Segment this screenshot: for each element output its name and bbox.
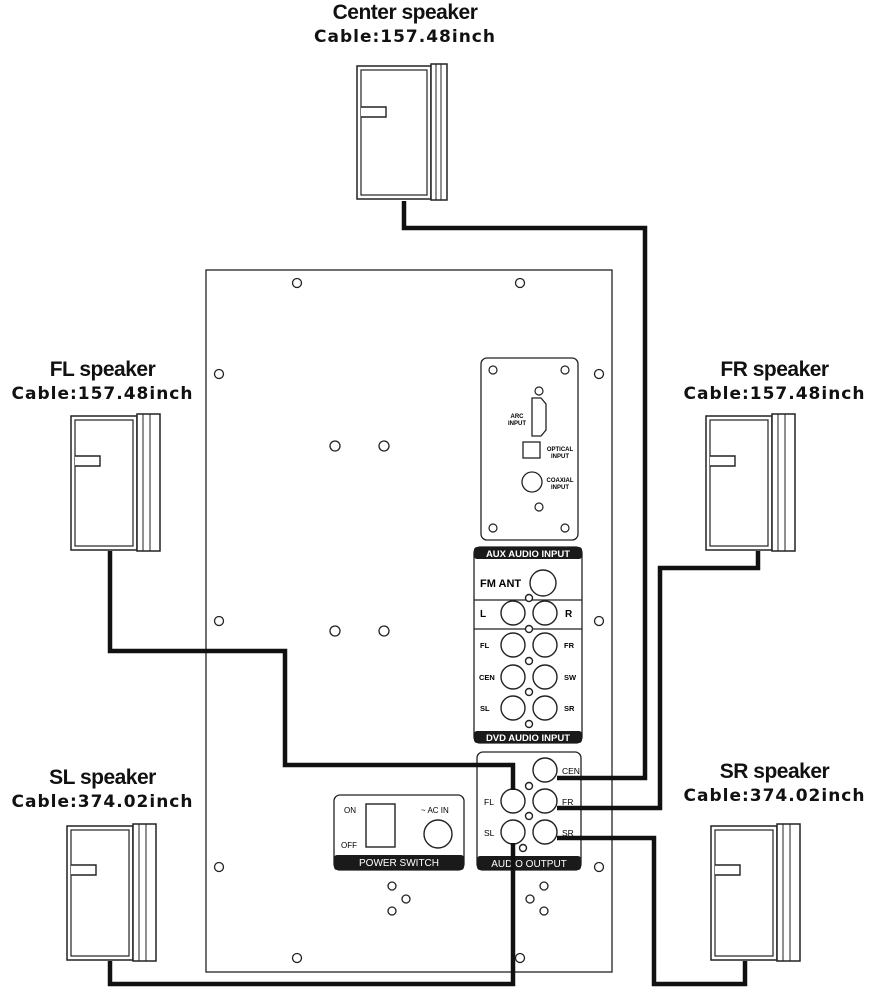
audio-output-footer (477, 856, 581, 870)
fl-speaker (70, 413, 161, 552)
panel-screws (213, 277, 605, 964)
optical-port[interactable] (522, 441, 541, 459)
power-off-label: OFF (341, 841, 357, 850)
fr-speaker-name: FR speaker (720, 358, 829, 381)
input-l-label: L (480, 609, 486, 620)
input-cen-label: CEN (479, 673, 495, 682)
fr-speaker (705, 413, 796, 552)
fr-speaker-cable: Cable:157.48inch (683, 384, 866, 404)
ac-in-socket[interactable] (423, 819, 453, 849)
fl-speaker-cable: Cable:157.48inch (11, 384, 194, 404)
power-on-label: ON (344, 806, 356, 815)
sr-speaker-name: SR speaker (719, 760, 830, 783)
sr-speaker-cable: Cable:374.02inch (683, 786, 866, 806)
fm-ant-jack[interactable] (529, 569, 557, 597)
aux-audio-input-title: AUX AUDIO INPUT (486, 549, 570, 560)
arc-label-2: INPUT (508, 421, 526, 427)
dvd-audio-input-title: DVD AUDIO INPUT (486, 733, 570, 744)
output-sl-jack[interactable] (500, 819, 526, 845)
audio-output-title: AUDIO OUTPUT (491, 859, 567, 870)
aux-audio-input-header (474, 547, 582, 559)
ac-in-label: ~ AC IN (421, 806, 449, 815)
output-sr-label: SR (562, 828, 574, 838)
fl-cable (107, 551, 516, 790)
input-sl-label: SL (480, 704, 490, 713)
center-speaker-label: Center speaker Cable:157.48inch (295, 1, 515, 49)
sr-speaker (710, 823, 801, 962)
power-switch-title: POWER SWITCH (359, 858, 439, 869)
input-cen-jack[interactable] (500, 664, 526, 690)
output-sl-label: SL (484, 828, 495, 838)
power-switch[interactable] (365, 803, 396, 848)
power-switch-footer (334, 855, 464, 870)
input-sr-label: SR (564, 704, 575, 713)
hdmi-arc-port[interactable] (531, 397, 547, 437)
input-fl-label: FL (480, 641, 490, 650)
sl-speaker (66, 823, 157, 962)
sr-cable (557, 835, 748, 987)
aux-panel: ARC INPUT OPTICAL INPUT COAXIAL INPUT (480, 357, 579, 541)
sl-cable (107, 843, 516, 987)
input-sl-jack[interactable] (500, 695, 526, 721)
fl-speaker-label: FL speaker Cable:157.48inch (0, 358, 205, 406)
input-fr-label: FR (564, 641, 575, 650)
input-fl-jack[interactable] (500, 632, 526, 658)
output-fr-label: FR (562, 797, 573, 807)
center-speaker (356, 63, 448, 201)
coaxial-label-2: INPUT (551, 485, 569, 491)
sl-speaker-cable: Cable:374.02inch (11, 792, 194, 812)
input-sw-label: SW (564, 673, 577, 682)
center-speaker-name: Center speaker (332, 1, 478, 24)
fr-speaker-label: FR speaker Cable:157.48inch (672, 358, 877, 406)
sr-speaker-label: SR speaker Cable:374.02inch (672, 760, 877, 808)
center-speaker-cable: Cable:157.48inch (314, 27, 496, 47)
optical-label-2: INPUT (551, 454, 569, 460)
optical-label: OPTICAL (547, 447, 574, 453)
dvd-audio-input-footer (474, 731, 582, 743)
input-fr-jack[interactable] (532, 632, 558, 658)
fr-cable (557, 551, 761, 811)
arc-label: ARC (511, 414, 525, 420)
output-fl-jack[interactable] (500, 788, 526, 814)
output-sr-jack[interactable] (532, 819, 558, 845)
audio-output-block: CEN FL FR SL SR AUDIO OUTPUT (476, 751, 582, 871)
power-block: ON OFF ~ AC IN POWER SWITCH (333, 794, 465, 871)
coaxial-port[interactable] (521, 471, 543, 493)
center-cable (401, 201, 648, 781)
output-fr-jack[interactable] (532, 788, 558, 814)
coaxial-label: COAXIAL (547, 478, 574, 484)
input-l-jack[interactable] (500, 600, 526, 626)
input-sw-jack[interactable] (532, 664, 558, 690)
input-r-label: R (565, 609, 573, 620)
output-cen-jack[interactable] (532, 757, 558, 783)
fl-speaker-name: FL speaker (49, 358, 156, 381)
output-fl-label: FL (484, 797, 494, 807)
input-r-jack[interactable] (532, 600, 558, 626)
fm-ant-label: FM ANT (480, 578, 521, 590)
input-sr-jack[interactable] (532, 695, 558, 721)
output-cen-label: CEN (562, 766, 580, 776)
sl-speaker-label: SL speaker Cable:374.02inch (0, 766, 205, 814)
input-block: AUX AUDIO INPUT FM ANT L R FL FR CEN SW … (473, 546, 583, 744)
sl-speaker-name: SL speaker (49, 766, 156, 789)
